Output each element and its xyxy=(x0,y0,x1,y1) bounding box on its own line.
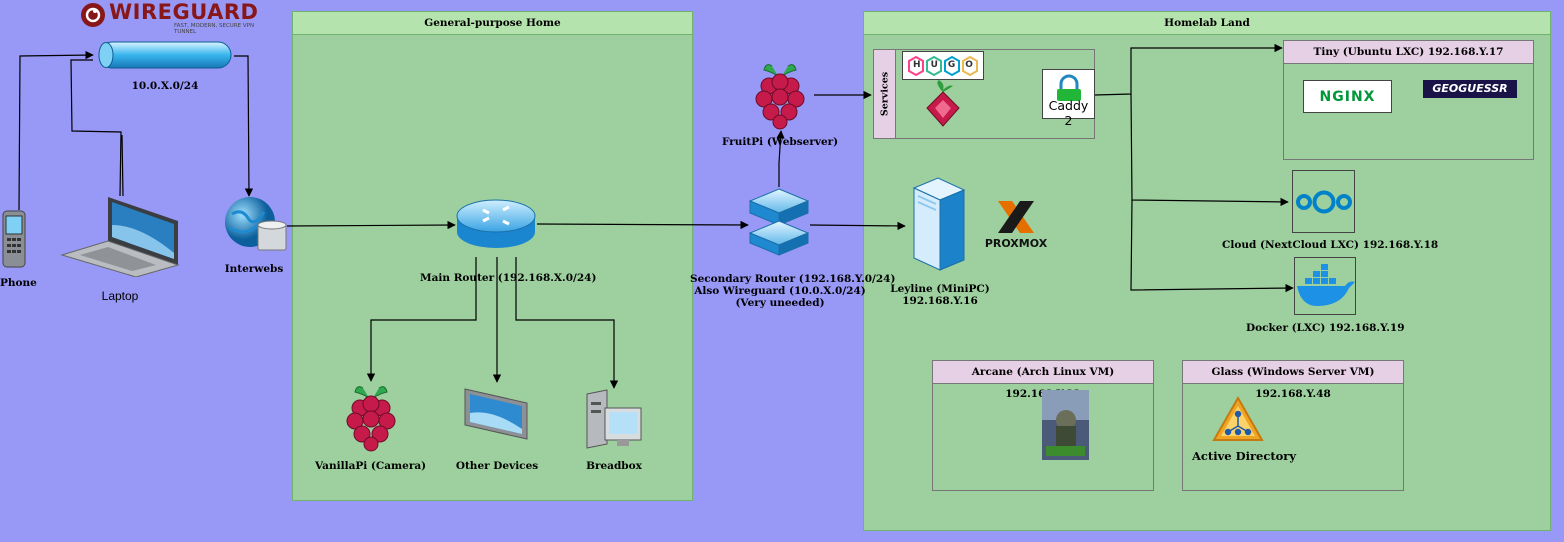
caddy-logo: Caddy 2 xyxy=(1042,69,1095,128)
glass-vm-box: Glass (Windows Server VM) 192.168.Y.48 xyxy=(1182,360,1404,491)
proxmox-text: PROXMOX xyxy=(984,237,1048,250)
hugo-logo: HUGO xyxy=(902,51,984,80)
caddy-lock-icon xyxy=(1057,74,1081,101)
tunnel-to-internet-line xyxy=(234,55,254,197)
main-router-icon[interactable] xyxy=(455,196,537,252)
arcane-game-art-icon xyxy=(1042,390,1089,460)
caddy-text: Caddy 2 xyxy=(1048,98,1089,128)
wireguard-dragon-icon xyxy=(81,3,105,27)
fruitpi-raspberry-icon[interactable] xyxy=(752,62,808,130)
secondary-router-icon[interactable] xyxy=(748,187,810,257)
hugo-text: HUGO xyxy=(913,60,983,70)
nginx-logo: NGINX xyxy=(1303,80,1392,113)
laptop-label: Laptop xyxy=(101,289,139,303)
vpn-tunnel-icon xyxy=(98,41,232,69)
vpn-tunnel-label: 10.0.X.0/24 xyxy=(131,80,199,92)
nginx-text: NGINX xyxy=(1319,88,1376,105)
homelab-title: Homelab Land xyxy=(864,12,1550,35)
arcane-vm-box: Arcane (Arch Linux VM) 192.168.Y.32 xyxy=(932,360,1154,491)
caddy-to-docker-line xyxy=(1130,199,1294,293)
services-tab: Services xyxy=(874,50,896,138)
general-home-title: General-purpose Home xyxy=(293,12,692,35)
other-devices-label: Other Devices xyxy=(455,460,539,472)
cloud-label: Cloud (NextCloud LXC) 192.168.Y.18 xyxy=(1222,239,1439,251)
hugo-icon xyxy=(908,55,978,76)
breadbox-label: Breadbox xyxy=(586,460,642,472)
phone-to-tunnel-line xyxy=(18,50,94,211)
caddy-to-cloud-line xyxy=(1130,93,1289,207)
proxmox-icon xyxy=(998,201,1034,233)
phone-label: Phone xyxy=(0,277,37,289)
leyline-server-icon[interactable] xyxy=(908,176,968,272)
pihole-icon xyxy=(926,80,960,127)
active-directory-icon xyxy=(1212,396,1264,441)
wireguard-tagline: FAST, MODERN, SECURE VPN TUNNEL xyxy=(174,23,255,35)
vanillapi-label: VanillaPi (Camera) xyxy=(315,460,427,472)
nextcloud-logo[interactable] xyxy=(1292,170,1355,233)
internet-globe-icon xyxy=(225,197,287,251)
secondary-router-line-2: Also Wireguard (10.0.X.0/24) xyxy=(694,285,866,297)
fruitpi-label: FruitPi (Webserver) xyxy=(722,136,839,148)
docker-logo[interactable] xyxy=(1294,257,1356,315)
phone-icon[interactable] xyxy=(2,210,26,270)
arcane-vm-title: Arcane (Arch Linux VM) 192.168.Y.32 xyxy=(933,361,1153,400)
docker-whale-icon xyxy=(1297,264,1355,306)
secondary-to-fruitpi-line xyxy=(776,130,785,187)
leyline-label-line-1: Leyline (MiniPC) xyxy=(890,283,990,295)
router-to-vanillapi-line xyxy=(366,257,477,382)
other-devices-tablet-icon[interactable] xyxy=(463,385,529,441)
main-to-secondary-line xyxy=(536,220,749,230)
geoguessr-logo: GEOGUESSR xyxy=(1423,80,1517,98)
internet-to-router-line xyxy=(286,220,456,230)
wireguard-brand: WIREGUARD xyxy=(109,0,259,24)
leyline-label-line-2: 192.168.Y.16 xyxy=(902,295,978,307)
wireguard-logo: WIREGUARD FAST, MODERN, SECURE VPN TUNNE… xyxy=(80,0,258,35)
glass-vm-title: Glass (Windows Server VM) 192.168.Y.48 xyxy=(1183,361,1403,400)
nextcloud-icon xyxy=(1295,190,1352,213)
geoguessr-text: GEOGUESSR xyxy=(1432,82,1508,95)
docker-label: Docker (LXC) 192.168.Y.19 xyxy=(1246,322,1405,334)
main-router-label: Main Router (192.168.X.0/24) xyxy=(420,272,597,284)
active-directory-label: Active Directory xyxy=(1192,449,1297,463)
laptop-icon[interactable] xyxy=(60,195,182,277)
tiny-lxc-title: Tiny (Ubuntu LXC) 192.168.Y.17 xyxy=(1284,41,1533,64)
router-to-breadbox-line xyxy=(515,257,619,389)
breadbox-pc-icon[interactable] xyxy=(585,388,643,450)
secondary-router-line-1: Secondary Router (192.168.Y.0/24) xyxy=(690,273,896,285)
laptop-to-tunnel-line xyxy=(70,59,122,197)
vanillapi-raspberry-icon[interactable] xyxy=(343,384,399,452)
caddy-fanout-line xyxy=(1094,43,1283,96)
internet-label: Interwebs xyxy=(224,263,284,275)
secondary-to-leyline-line xyxy=(809,221,906,231)
secondary-router-line-3: (Very uneeded) xyxy=(735,297,825,309)
